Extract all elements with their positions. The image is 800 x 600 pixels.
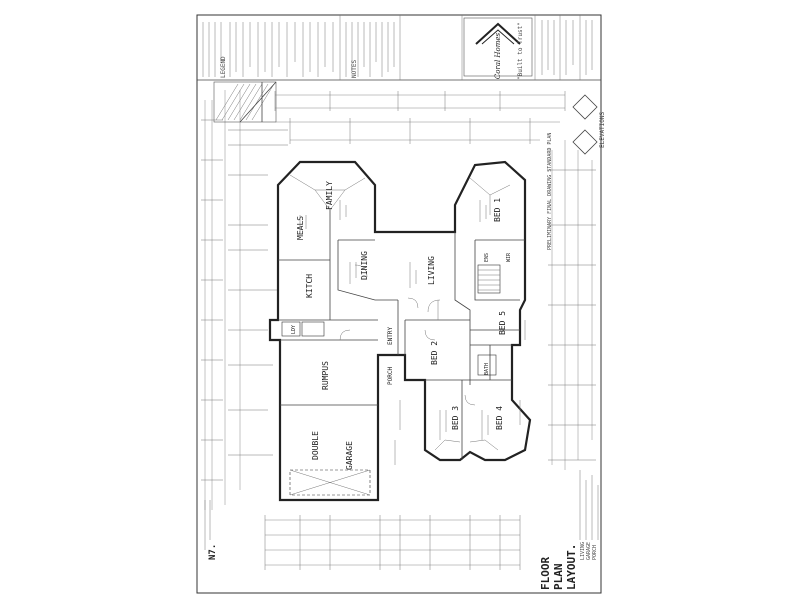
bottom-dimension-lines xyxy=(264,515,521,570)
top-dimension-lines xyxy=(274,91,566,144)
room-label-double: DOUBLE xyxy=(311,431,320,460)
drawing-title: FLOOR PLAN LAYOUT. xyxy=(539,544,578,590)
street-note-lines xyxy=(204,500,211,550)
notes-label: NOTES xyxy=(351,60,358,78)
standard-plan-label: PRELIMINARY FINAL DRAWING STANDARD PLAN xyxy=(547,133,553,250)
room-label-wir: WIR xyxy=(506,252,512,262)
logo-slogan: "Built to Trust" xyxy=(517,22,524,80)
area-schedule: LIVING GARAGE PORCH xyxy=(579,470,599,560)
title-block: Coral Homes "Built to Trust" LEGEND NOTE… xyxy=(197,15,601,81)
coral-homes-logo: Coral Homes xyxy=(463,17,533,79)
area-line-3: PORCH xyxy=(592,545,598,560)
room-label-ens: ENS xyxy=(484,253,490,262)
room-label-porch: PORCH xyxy=(387,367,394,385)
room-labels: MEALS FAMILY KITCH DINING LIVING BED 1 B… xyxy=(291,181,512,470)
room-label-bath: BATH xyxy=(484,363,490,375)
logo-text: Coral Homes xyxy=(494,32,502,79)
room-label-bed1: BED 1 xyxy=(493,198,502,222)
area-line-1: LIVING xyxy=(580,542,586,560)
elevations-label: ELEVATIONS xyxy=(599,111,606,148)
notes-text-block xyxy=(345,22,395,77)
area-line-2: GARAGE xyxy=(586,542,592,560)
title-line-floor: FLOOR xyxy=(539,557,552,590)
room-label-garage: GARAGE xyxy=(345,441,354,470)
dimension-annotations xyxy=(299,200,526,465)
title-line-plan: PLAN xyxy=(552,564,565,591)
building-outline xyxy=(268,160,532,502)
room-label-entry: ENTRY xyxy=(387,327,394,345)
standard-text-block xyxy=(541,20,593,75)
room-label-kitch: KITCH xyxy=(305,274,314,298)
room-label-rumpus: RUMPUS xyxy=(321,361,330,390)
left-dimension-strip xyxy=(201,81,288,510)
room-label-ldy: LDY xyxy=(291,325,297,334)
elevation-markers: ELEVATIONS xyxy=(572,94,606,155)
room-label-meals: MEALS xyxy=(296,216,305,240)
room-label-bed2: BED 2 xyxy=(430,341,439,365)
title-line-layout: LAYOUT. xyxy=(565,544,578,590)
legend-label: LEGEND xyxy=(220,56,227,78)
room-label-bed3: BED 3 xyxy=(451,406,460,430)
room-label-bed5: BED 5 xyxy=(498,311,507,335)
legend-text-block xyxy=(202,22,334,77)
room-label-dining: DINING xyxy=(360,251,369,280)
sheet-border xyxy=(196,14,602,594)
room-label-bed4: BED 4 xyxy=(495,406,504,430)
north-label: N7. xyxy=(208,544,218,560)
room-label-living: LIVING xyxy=(427,256,436,285)
right-dimension-lines: ELEVATIONS PRELIMINARY FINAL DRAWING STA… xyxy=(547,94,606,470)
room-label-family: FAMILY xyxy=(325,181,334,210)
